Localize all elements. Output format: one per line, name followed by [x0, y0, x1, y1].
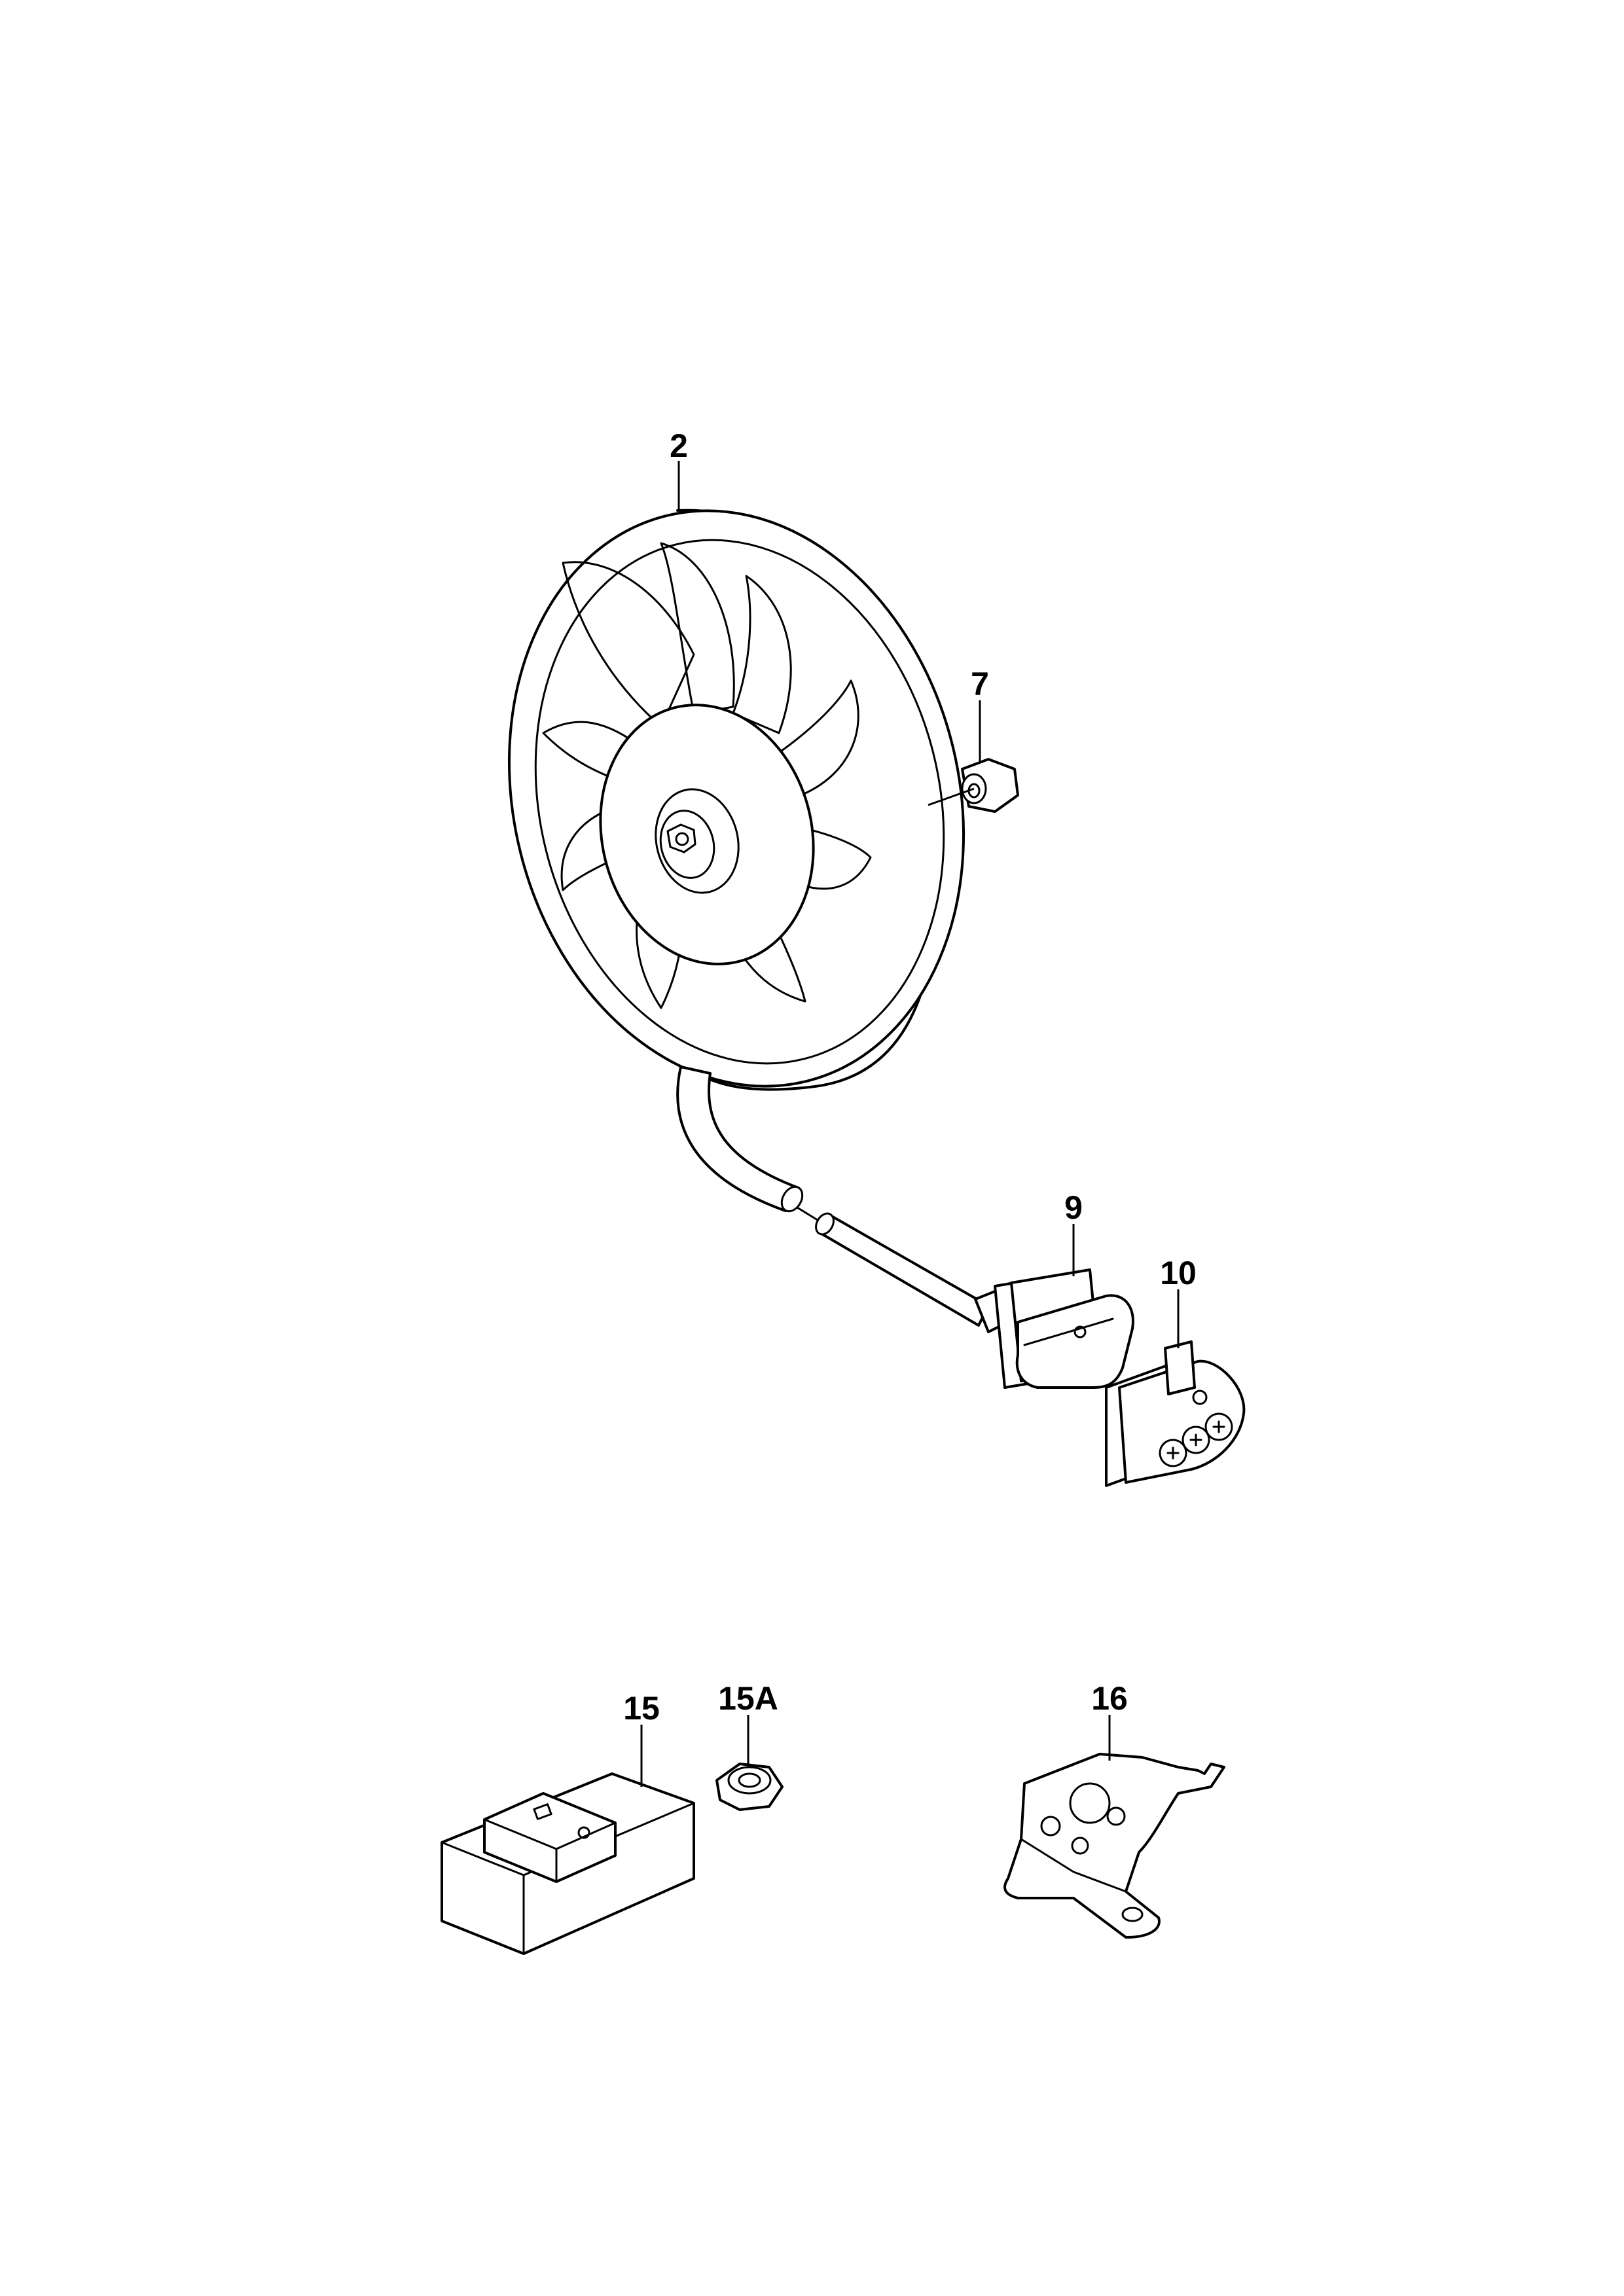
bracket	[1003, 1753, 1225, 1939]
nut-15a	[715, 1763, 784, 1811]
fan-plug	[974, 1268, 1134, 1389]
nut-7	[961, 758, 1019, 813]
part-label-16: 16	[1091, 1680, 1128, 1717]
fan-assembly	[507, 509, 990, 1327]
control-unit	[441, 1772, 695, 1955]
part-label-2: 2	[670, 427, 688, 464]
part-label-7: 7	[971, 666, 989, 702]
part-label-15: 15	[623, 1690, 660, 1727]
part-label-15a: 15A	[718, 1680, 778, 1717]
part-label-9: 9	[1064, 1189, 1083, 1226]
connector-housing	[1105, 1340, 1246, 1487]
part-label-10: 10	[1160, 1255, 1197, 1291]
leader-lines	[640, 461, 1180, 1787]
